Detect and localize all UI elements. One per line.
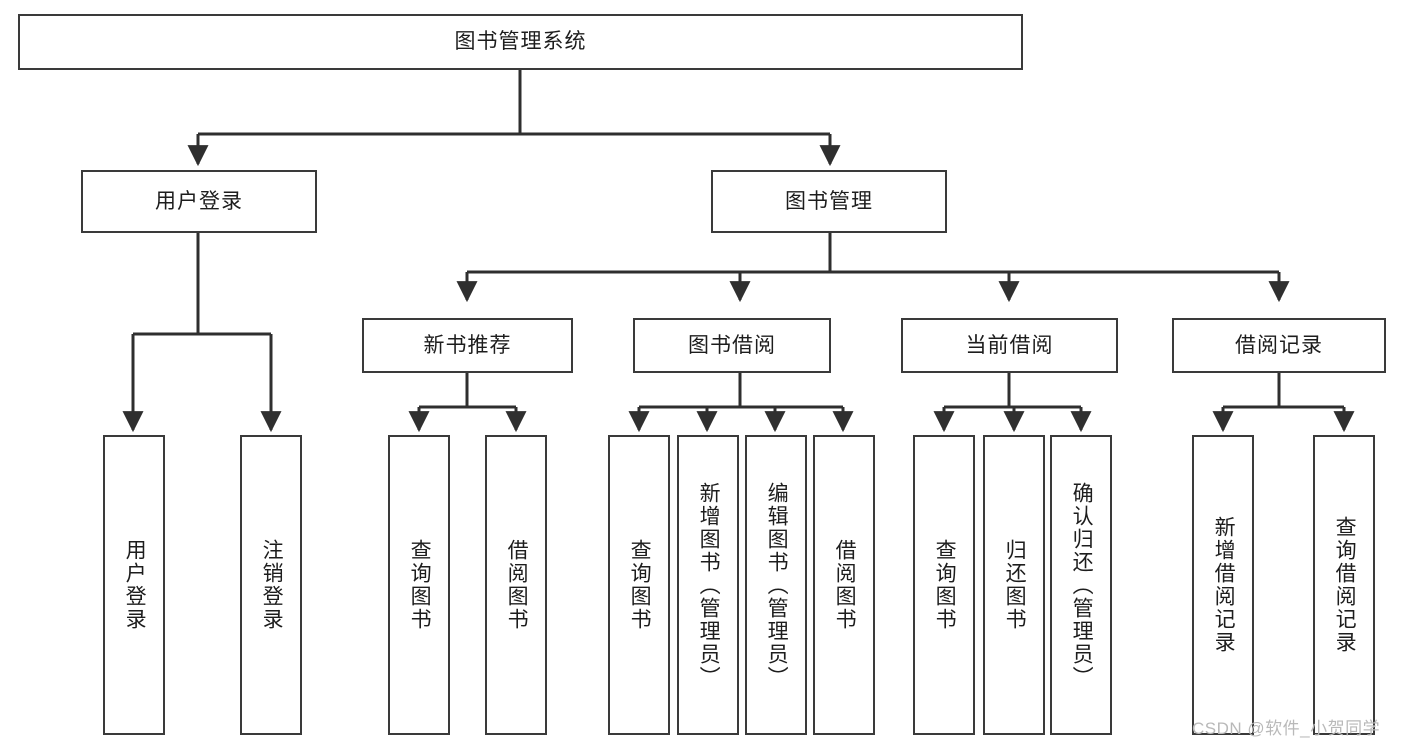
node-root[interactable]: 图书管理系统 <box>18 14 1023 70</box>
node-leaf-logout-login[interactable]: 注销登录 <box>240 435 302 735</box>
node-leaf-query-book-1[interactable]: 查询图书 <box>388 435 450 735</box>
node-leaf-query-record[interactable]: 查询借阅记录 <box>1313 435 1375 735</box>
leaf-label: 确认归还（管理员） <box>1070 481 1094 689</box>
node-leaf-return-book[interactable]: 归还图书 <box>983 435 1045 735</box>
node-leaf-query-book-3[interactable]: 查询图书 <box>913 435 975 735</box>
leaf-label: 新增图书（管理员） <box>697 481 721 689</box>
leaf-label: 查询图书 <box>933 539 957 631</box>
leaf-label: 编辑图书（管理员） <box>765 481 789 689</box>
leaf-label: 注销登录 <box>260 539 284 631</box>
node-new-book-recommend[interactable]: 新书推荐 <box>362 318 573 373</box>
leaf-label: 用户登录 <box>123 539 147 631</box>
leaf-label: 归还图书 <box>1003 539 1027 631</box>
leaf-label: 查询图书 <box>408 539 432 631</box>
node-leaf-borrow-book-2[interactable]: 借阅图书 <box>813 435 875 735</box>
leaf-label: 查询图书 <box>628 539 652 631</box>
node-user-login[interactable]: 用户登录 <box>81 170 317 233</box>
leaf-label: 新增借阅记录 <box>1212 516 1236 654</box>
node-leaf-query-book-2[interactable]: 查询图书 <box>608 435 670 735</box>
node-book-management[interactable]: 图书管理 <box>711 170 947 233</box>
node-leaf-user-login[interactable]: 用户登录 <box>103 435 165 735</box>
node-borrow-record[interactable]: 借阅记录 <box>1172 318 1386 373</box>
node-leaf-edit-book[interactable]: 编辑图书（管理员） <box>745 435 807 735</box>
node-leaf-confirm-return[interactable]: 确认归还（管理员） <box>1050 435 1112 735</box>
csdn-watermark: CSDN @软件_小贺同学 <box>1192 719 1381 738</box>
node-leaf-add-record[interactable]: 新增借阅记录 <box>1192 435 1254 735</box>
node-current-borrow[interactable]: 当前借阅 <box>901 318 1118 373</box>
node-book-borrow[interactable]: 图书借阅 <box>633 318 831 373</box>
node-leaf-borrow-book-1[interactable]: 借阅图书 <box>485 435 547 735</box>
leaf-label: 借阅图书 <box>833 539 857 631</box>
node-leaf-add-book[interactable]: 新增图书（管理员） <box>677 435 739 735</box>
leaf-label: 查询借阅记录 <box>1333 516 1357 654</box>
leaf-label: 借阅图书 <box>505 539 529 631</box>
